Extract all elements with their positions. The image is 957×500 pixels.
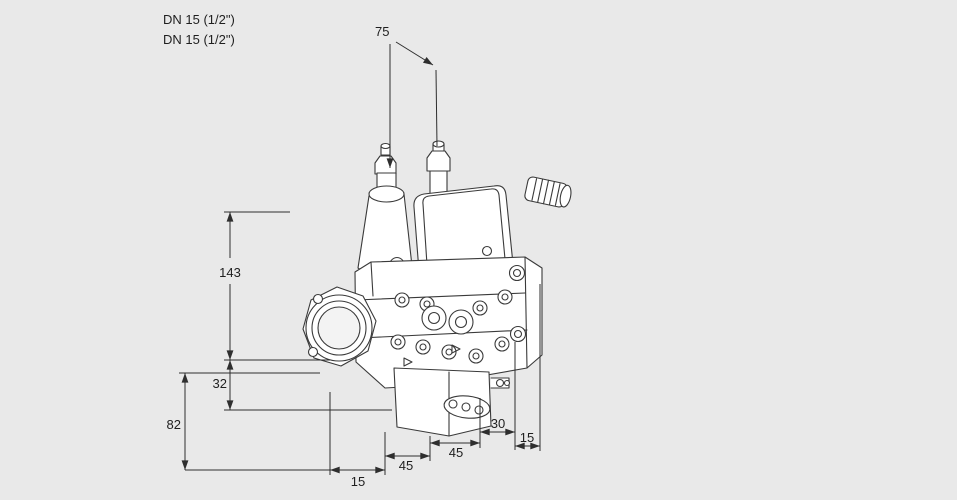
base-block	[393, 367, 511, 437]
dimension-lines	[179, 41, 541, 475]
sealing-plug	[524, 176, 572, 208]
flow-direction-arrows	[403, 344, 461, 367]
dim-30-label: 30	[491, 416, 505, 431]
dim-32	[224, 359, 392, 411]
valve-assembly	[302, 140, 572, 437]
dim-45a-label: 45	[399, 458, 413, 473]
dim-bottom-row	[329, 392, 481, 475]
dim-15-right-label: 15	[520, 430, 534, 445]
port-size-label-1: DN 15 (1/2")	[163, 12, 235, 27]
dim-32-label: 32	[213, 376, 227, 391]
dim-right-row	[479, 284, 541, 451]
port-bore	[317, 306, 361, 350]
dim-82-label: 82	[167, 417, 181, 432]
dim-82	[179, 372, 330, 471]
hex-nut-right	[426, 150, 451, 172]
dim-75	[386, 41, 438, 169]
body-bolts	[390, 264, 527, 364]
labels: DN 15 (1/2") DN 15 (1/2") 75 143 32 82 1…	[163, 12, 534, 489]
dim-45b-label: 45	[449, 445, 463, 460]
flange-port	[302, 286, 377, 367]
dim-15-bottom-label: 15	[351, 474, 365, 489]
dim-143-label: 143	[219, 265, 241, 280]
dim-143	[224, 211, 290, 361]
port-size-label-2: DN 15 (1/2")	[163, 32, 235, 47]
dim-75-label: 75	[375, 24, 389, 39]
hex-nut-left	[374, 155, 397, 175]
